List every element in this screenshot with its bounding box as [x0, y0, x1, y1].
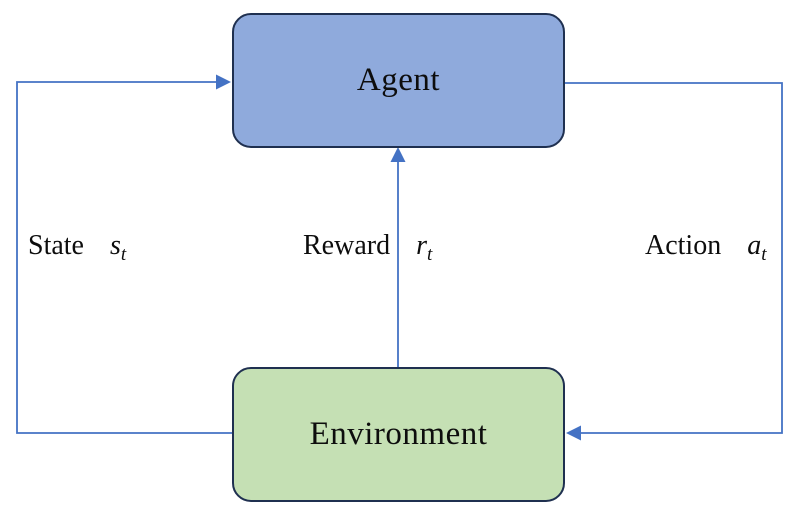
agent-box-label: Agent: [356, 62, 441, 98]
state-label-symbol: st: [110, 230, 127, 266]
action-edge-label: Action at: [645, 226, 767, 266]
state-arrowhead-icon: [216, 74, 231, 90]
state-label-subscript: t: [120, 244, 127, 266]
action-arrowhead-icon: [566, 425, 581, 441]
environment-box-label: Environment: [309, 416, 488, 452]
action-arrow-line: [565, 82, 783, 434]
action-label-subscript: t: [761, 244, 767, 266]
agent-box: Agent: [232, 13, 565, 148]
reward-label-symbol: rt: [416, 230, 433, 266]
reward-label-word: Reward: [303, 230, 391, 261]
reward-label-subscript: t: [426, 244, 433, 266]
reward-arrowhead-icon: [390, 147, 406, 162]
environment-box: Environment: [232, 367, 565, 502]
action-label-word: Action: [645, 230, 722, 261]
reward-edge-label: Reward rt: [303, 226, 432, 266]
state-edge-label: State st: [28, 226, 126, 266]
state-label-word: State: [28, 230, 84, 261]
state-arrow-line: [16, 81, 232, 434]
action-label-symbol: at: [747, 230, 767, 266]
